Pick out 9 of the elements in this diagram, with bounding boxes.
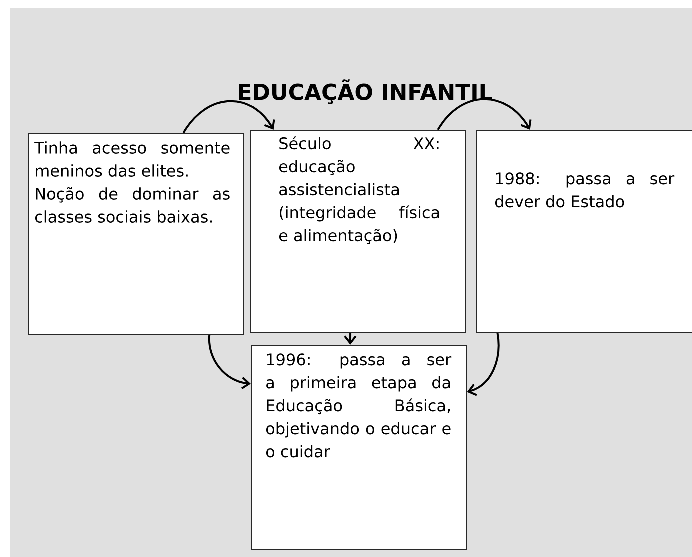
arrow: [467, 333, 500, 396]
arrow: [182, 100, 276, 134]
text-box: 1988: passa a ser dever do Estado: [476, 130, 692, 334]
arrow: [208, 335, 251, 390]
text-box: Tinha acesso somente meninos das elites. Noção de dominar as classes sociais baixas.: [28, 133, 244, 336]
arrow: [437, 98, 532, 131]
text-box: 1996: passa a ser a primeira etapa da Educação Básica, objetivando o educar e o cuidar: [251, 345, 468, 550]
title: EDUCAÇÃO INFANTIL: [239, 80, 492, 104]
text-box: Século XX: educação assistencialista (integridade física e alimentação): [250, 130, 466, 334]
